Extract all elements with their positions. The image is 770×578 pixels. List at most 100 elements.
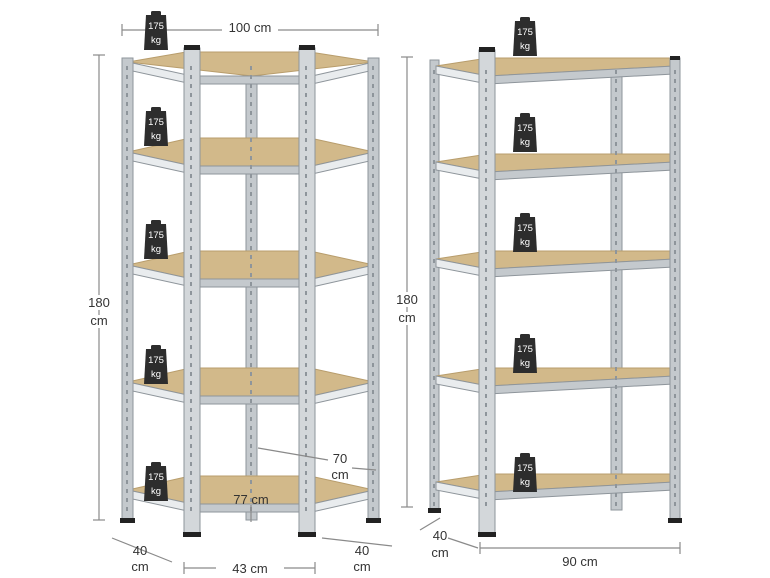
upright-hole (485, 313, 487, 317)
upright-hole (190, 174, 192, 178)
upright-hole (674, 313, 676, 317)
upright-hole (305, 435, 307, 439)
upright-hole (190, 273, 192, 277)
upright-hole (250, 219, 252, 223)
straight-front-left-upright (478, 49, 496, 535)
straight-foot (478, 532, 496, 537)
upright-hole (372, 408, 374, 412)
upright-hole (126, 381, 128, 385)
upright-hole (305, 390, 307, 394)
upright-hole (305, 111, 307, 115)
upright-hole (126, 318, 128, 322)
upright-hole (305, 327, 307, 331)
upright-hole (485, 160, 487, 164)
corner-height-value: 180 (88, 295, 110, 310)
upright-hole (305, 399, 307, 403)
weight-unit: kg (151, 369, 161, 380)
upright-hole (372, 318, 374, 322)
straight-shelf-level (435, 57, 675, 85)
upright-hole (485, 466, 487, 470)
upright-hole (305, 309, 307, 313)
upright-hole (674, 205, 676, 209)
upright-hole (372, 498, 374, 502)
upright-hole (190, 390, 192, 394)
weight-unit: kg (151, 244, 161, 255)
upright-hole (372, 282, 374, 286)
upright-hole (126, 498, 128, 502)
upright-hole (126, 336, 128, 340)
upright-hole (674, 268, 676, 272)
upright-hole (485, 484, 487, 488)
upright-hole (250, 471, 252, 475)
upright-hole (433, 88, 435, 92)
upright-hole (615, 133, 617, 137)
upright-hole (305, 201, 307, 205)
straight-shelf-level (435, 473, 675, 501)
corner-foot (183, 532, 201, 537)
corner-right-depth-value: 40 (355, 543, 369, 558)
upright-hole (674, 304, 676, 308)
upright-hole (190, 336, 192, 340)
upright-hole (190, 489, 192, 493)
upright-hole (250, 354, 252, 358)
upright-hole (126, 264, 128, 268)
upright-hole (190, 111, 192, 115)
upright-hole (433, 169, 435, 173)
upright-hole (615, 97, 617, 101)
upright-hole (433, 493, 435, 497)
weight-value: 175 (517, 27, 533, 38)
upright-hole (433, 187, 435, 191)
upright-hole (674, 214, 676, 218)
upright-hole (190, 426, 192, 430)
upright-hole (126, 237, 128, 241)
upright-hole (674, 142, 676, 146)
weight-value: 175 (517, 344, 533, 355)
upright-hole (615, 493, 617, 497)
upright-hole (615, 430, 617, 434)
upright-hole (615, 115, 617, 119)
upright-hole (250, 138, 252, 142)
upright-hole (250, 327, 252, 331)
upright-hole (305, 444, 307, 448)
upright-hole (250, 318, 252, 322)
upright-hole (250, 498, 252, 502)
upright-hole (433, 367, 435, 371)
upright-hole (305, 498, 307, 502)
upright-hole (615, 169, 617, 173)
upright-hole (126, 363, 128, 367)
upright-hole (615, 205, 617, 209)
upright-hole (485, 250, 487, 254)
upright-hole (190, 381, 192, 385)
upright-hole (372, 111, 374, 115)
upright-hole (615, 448, 617, 452)
upright-hole (485, 169, 487, 173)
upright-hole (250, 435, 252, 439)
upright-hole (250, 84, 252, 88)
upright-hole (372, 327, 374, 331)
upright-hole (674, 151, 676, 155)
upright-hole (433, 439, 435, 443)
corner-shelf-unit (120, 45, 381, 537)
upright-hole (615, 79, 617, 83)
straight-upright-holes (433, 70, 676, 506)
upright-hole (433, 223, 435, 227)
weight-value: 175 (148, 230, 164, 241)
upright-hole (372, 471, 374, 475)
upright-hole (126, 102, 128, 106)
upright-hole (305, 84, 307, 88)
upright-hole (126, 174, 128, 178)
upright-hole (190, 102, 192, 106)
upright-hole (615, 70, 617, 74)
upright-hole (674, 223, 676, 227)
weight-unit: kg (151, 35, 161, 46)
upright-hole (674, 241, 676, 245)
upright-hole (126, 120, 128, 124)
upright-hole (674, 385, 676, 389)
corner-height-unit: cm (90, 313, 107, 328)
upright-hole (674, 322, 676, 326)
upright-hole (250, 480, 252, 484)
